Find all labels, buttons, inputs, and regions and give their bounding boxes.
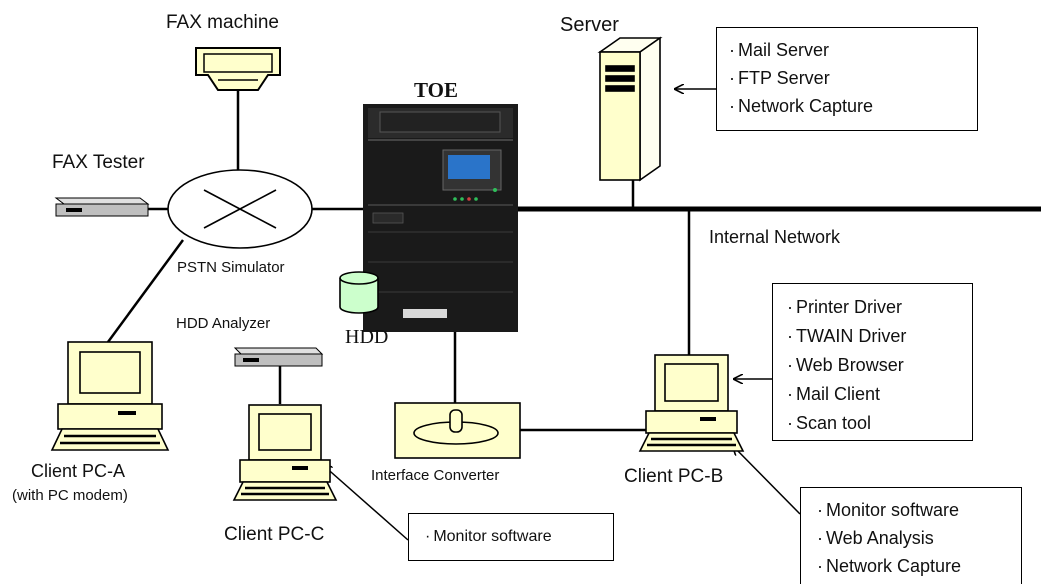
- client-pc-a-note: (with PC modem): [12, 487, 128, 504]
- pc-b-tool-item: Mail Client: [787, 380, 972, 409]
- interface-converter-icon: [394, 402, 521, 459]
- client-pc-b-tools-box: Printer Driver TWAIN Driver Web Browser …: [772, 283, 973, 441]
- hdd-icon: [339, 271, 379, 314]
- internal-network-label: Internal Network: [709, 227, 841, 247]
- pc-c-monitor-item: Monitor software: [425, 526, 613, 548]
- client-pc-b-label: Client PC-B: [624, 466, 724, 487]
- pstn-simulator-icon: [167, 169, 313, 249]
- hdd-analyzer-label: HDD Analyzer: [176, 315, 271, 332]
- pc-b-tool-item: Printer Driver: [787, 293, 972, 322]
- toe-label: TOE: [414, 78, 458, 102]
- pstn-simulator-label: PSTN Simulator: [177, 259, 285, 276]
- server-tool-item: FTP Server: [729, 64, 977, 92]
- pc-b-tool-item: Scan tool: [787, 409, 972, 438]
- interface-converter-label: Interface Converter: [371, 467, 500, 484]
- connection-lines: [106, 90, 1041, 432]
- client-pc-b-icon: [638, 354, 745, 452]
- pc-b-monitor-item: Web Analysis: [817, 524, 1021, 552]
- fax-tester-icon: [54, 197, 150, 217]
- pc-b-monitor-callout-arrow: [733, 446, 801, 515]
- pc-b-tool-item: Web Browser: [787, 351, 972, 380]
- server-tool-item: Mail Server: [729, 36, 977, 64]
- client-pc-a-label: Client PC-A: [31, 461, 126, 481]
- server-icon: [597, 36, 663, 182]
- pc-c-callout-arrow: [323, 465, 409, 541]
- server-label: Server: [560, 14, 619, 36]
- toe-mfp-icon: [363, 104, 518, 332]
- hdd-label: HDD: [345, 326, 389, 348]
- server-tools-box: Mail Server FTP Server Network Capture: [716, 27, 978, 131]
- pstn-to-pc-a-line: [106, 239, 185, 343]
- client-pc-c-icon: [232, 404, 338, 501]
- client-pc-c-monitor-box: Monitor software: [408, 513, 614, 561]
- client-pc-a-icon: [50, 341, 170, 451]
- pc-b-tool-item: TWAIN Driver: [787, 322, 972, 351]
- hdd-analyzer-icon: [233, 347, 324, 367]
- fax-tester-label: FAX Tester: [52, 152, 145, 173]
- fax-machine-icon: [195, 47, 281, 91]
- pc-b-monitor-item: Network Capture: [817, 552, 1021, 580]
- server-tool-item: Network Capture: [729, 92, 977, 120]
- client-pc-b-monitor-box: Monitor software Web Analysis Network Ca…: [800, 487, 1022, 584]
- fax-machine-label: FAX machine: [166, 12, 279, 33]
- pc-b-monitor-item: Monitor software: [817, 496, 1021, 524]
- client-pc-c-label: Client PC-C: [224, 524, 325, 545]
- callout-arrows: [323, 89, 801, 541]
